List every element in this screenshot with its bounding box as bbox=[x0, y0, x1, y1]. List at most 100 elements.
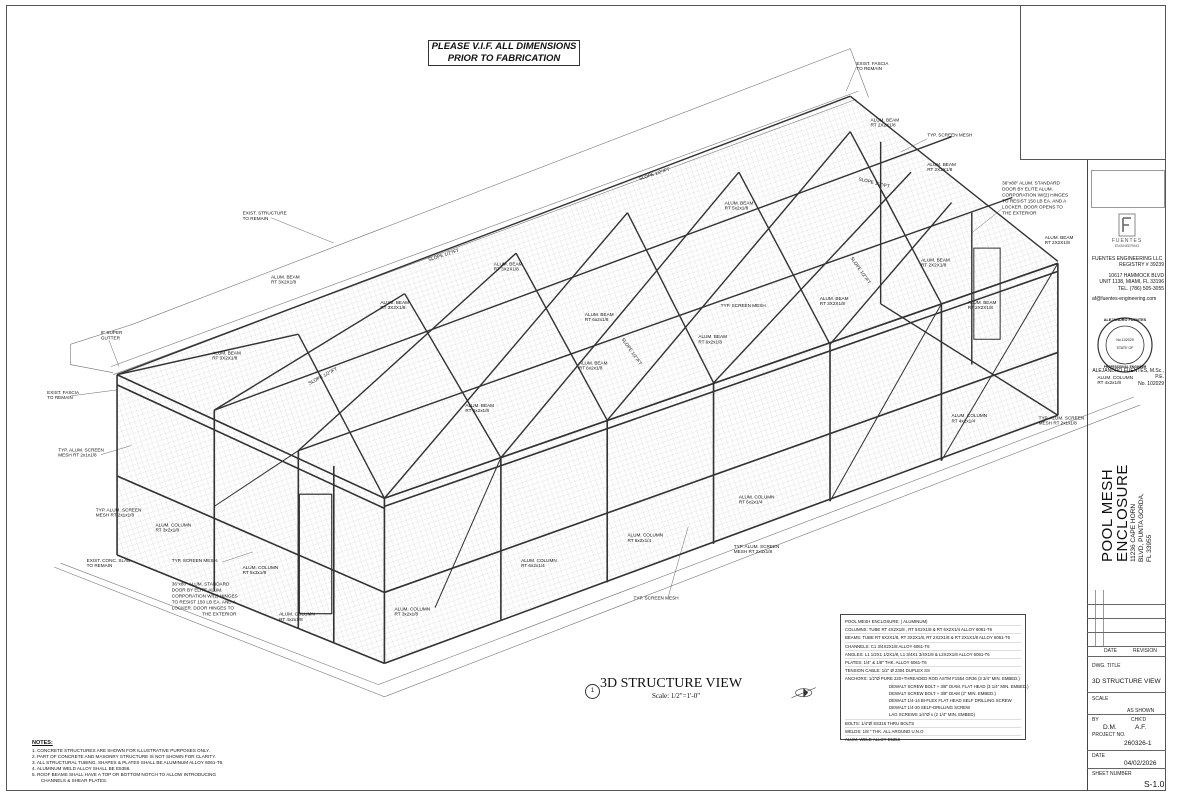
right-end-wall-frame bbox=[849, 95, 1059, 416]
svg-text:RT 6x2x1/4: RT 6x2x1/4 bbox=[521, 563, 545, 568]
svg-text:TO REMAIN: TO REMAIN bbox=[856, 66, 882, 71]
engineer-name: ALEJANDRO FUENTES, M.Sc., P.E. bbox=[1092, 368, 1164, 381]
svg-text:RT 6x2x1/8: RT 6x2x1/8 bbox=[579, 366, 603, 371]
callout-typ-screen-bot: TYP. ALUM. SCREEN bbox=[734, 544, 780, 549]
note-item: 1. CONCRETE STRUCTURES ARE SHOWN FOR ILL… bbox=[32, 748, 210, 753]
callout-beam-k: ALUM. BEAM bbox=[820, 296, 849, 301]
svg-text:MESH RT 2x1x1/8: MESH RT 2x1x1/8 bbox=[1039, 420, 1078, 425]
svg-text:THE EXTERIOR: THE EXTERIOR bbox=[1002, 211, 1037, 216]
engineer-info: ALEJANDRO FUENTES, M.Sc., P.E. No. 10202… bbox=[1090, 368, 1164, 387]
callout-beam-l: ALUM. BEAM bbox=[968, 300, 997, 305]
notes-title: NOTES: bbox=[32, 740, 53, 746]
callout-col-right: ALUM. COLUMN bbox=[1097, 375, 1133, 380]
spec-weld-alloy: ALUM. WELD ALLOY E5356 bbox=[845, 737, 901, 743]
callout-col-bottom: ALUM. COLUMN bbox=[279, 612, 315, 617]
general-notes: NOTES: 1. CONCRETE STRUCTURES ARE SHOWN … bbox=[32, 740, 272, 784]
callout-beam-e: ALUM. BEAM bbox=[698, 334, 727, 339]
pe-seal: ALEJANDRO FUENTES No.102029 STATE OF PRO… bbox=[1096, 316, 1154, 374]
view-title: 3D STRUCTURE VIEW bbox=[600, 676, 743, 691]
spec-anchors: ANCHORS: 1/2"Ø PURE 220+THREADED ROD AST… bbox=[845, 676, 1020, 682]
sheet-border bbox=[6, 5, 1166, 791]
svg-text:RT 3x2x1/8: RT 3x2x1/8 bbox=[395, 612, 419, 617]
callout-exist-fascia-left: EXIST. FASCIA bbox=[47, 390, 80, 395]
company-email: af@fuentes-engineering.com bbox=[1092, 296, 1157, 303]
note-item: 2. PART OF CONCRETE AND MASONRY STRUCTUR… bbox=[32, 754, 216, 759]
svg-text:RT 3X2X1/8: RT 3X2X1/8 bbox=[271, 280, 297, 285]
project-title: POOL MESH ENCLOSURE 11236 CAPE HORN BLVD… bbox=[1099, 464, 1154, 562]
callout-beam-b: ALUM. BEAM bbox=[585, 312, 614, 317]
callout-typ-screen-mesh-a: TYP. SCREEN MESH bbox=[927, 133, 972, 138]
revision-stamp-box bbox=[1091, 170, 1165, 208]
company-address1: 10617 HAMMOCK BLVD bbox=[1108, 272, 1164, 279]
svg-text:LOCKER. DOOR HINGES TO: LOCKER. DOOR HINGES TO bbox=[172, 606, 235, 611]
note-item: 4. ALUMINUM WELD ALLOY SHALL BE E5356. bbox=[32, 766, 131, 771]
callout-exist-fascia-top: EXIST. FASCIA bbox=[856, 61, 889, 66]
callout-door-right: 36"x80" ALUM. STANDARD bbox=[1002, 180, 1060, 185]
svg-text:MESH RT 2x1x1/8: MESH RT 2x1x1/8 bbox=[734, 549, 773, 554]
callout-beam-right-far: ALUM. BEAM bbox=[927, 162, 956, 167]
callout-col-left2: ALUM. COLUMN bbox=[243, 565, 279, 570]
callout-typ-screen-mesh-d: TYP. SCREEN MESH bbox=[634, 596, 679, 601]
vif-banner-line1: PLEASE V.I.F. ALL DIMENSIONS bbox=[431, 41, 577, 52]
svg-text:DOOR BY ELITE ALUM.: DOOR BY ELITE ALUM. bbox=[1002, 186, 1053, 191]
callout-beam-i: ALUM. BEAM bbox=[579, 361, 608, 366]
svg-text:RT 6x2x1/8: RT 6x2x1/8 bbox=[585, 317, 609, 322]
svg-text:RT 2X2X1/8: RT 2X2X1/8 bbox=[921, 262, 947, 267]
note-item: 3. ALL STRUCTURAL TUBING, SHAPES & PLATE… bbox=[32, 760, 224, 765]
seal-name: ALEJANDRO FUENTES bbox=[1103, 318, 1147, 322]
spec-tension: TENSION CABLE: 1/2" Ø 2304 DUPLEX SS bbox=[845, 667, 1021, 676]
company-name: FUENTES ENGINEERING LLC bbox=[1092, 256, 1163, 262]
project-title-line1: POOL MESH bbox=[1099, 468, 1116, 562]
screen-mesh-panels bbox=[117, 96, 1058, 664]
title-block-rows: DATE REVISION DWG. TITLE 3D STRUCTURE VI… bbox=[1087, 590, 1166, 791]
callout-beam-a: ALUM. BEAM bbox=[271, 274, 300, 279]
svg-text:RT 4x2x1/8: RT 4x2x1/8 bbox=[1097, 380, 1121, 385]
date2-value: 04/02/2026 bbox=[1124, 760, 1157, 767]
project-address-2: BLVD, PUNTA GORDA, bbox=[1138, 493, 1145, 562]
roof-beams bbox=[116, 95, 1059, 499]
company-registry: REGISTRY # 39239 bbox=[1119, 262, 1164, 269]
sheet-label: SHEET NUMBER bbox=[1092, 771, 1132, 777]
callout-beam-j: ALUM. BEAM bbox=[921, 257, 950, 262]
spec-beams: BEAMS: TUBE RT 6X2X1/8, RT 3X2X1/8, RT 2… bbox=[845, 634, 1021, 643]
callout-beam-d: ALUM. BEAM bbox=[212, 350, 241, 355]
seal-state: STATE OF bbox=[1116, 346, 1134, 350]
by-label: BY bbox=[1092, 717, 1099, 723]
svg-text:TO REMAIN: TO REMAIN bbox=[87, 563, 113, 568]
company-info: FUENTES ENGINEERING LLC REGISTRY # 39239… bbox=[1092, 256, 1164, 302]
svg-text:RT 2X2X1/8: RT 2X2X1/8 bbox=[927, 167, 953, 172]
note-item: 5. ROOF BEAMS SHALL HAVE A TOP OR BOTTOM… bbox=[32, 772, 217, 777]
callout-col-front2: ALUM. COLUMN bbox=[521, 558, 557, 563]
spec-anchor-3: DEWALT 1/4-14 BI-FLEX FLAT HEAD SELF DRI… bbox=[889, 698, 1012, 704]
svg-text:RT 2X2X1/8: RT 2X2X1/8 bbox=[968, 305, 994, 310]
revision-label: REVISION bbox=[1133, 648, 1157, 654]
project-no: 260326-1 bbox=[1124, 740, 1152, 747]
svg-text:TO RESIST 150 LB EA. AND A: TO RESIST 150 LB EA. AND A bbox=[1002, 199, 1067, 204]
leader-lines bbox=[70, 66, 1003, 598]
callout-beam-top-right: ALUM. BEAM bbox=[1045, 235, 1074, 240]
svg-text:CORPORATION W/(2) HINGES: CORPORATION W/(2) HINGES bbox=[172, 594, 238, 599]
chkd-value: A.F. bbox=[1135, 724, 1147, 731]
company-address2: UNIT 1138, MIAMI, FL 33196 bbox=[1099, 279, 1164, 286]
svg-text:RT 3X2X1/8: RT 3X2X1/8 bbox=[212, 356, 238, 361]
svg-text:GUTTER: GUTTER bbox=[101, 335, 121, 340]
callout-beam-h: ALUM. BEAM bbox=[494, 261, 523, 266]
date-label: DATE bbox=[1104, 648, 1117, 654]
logo-sub: ENGINEERING bbox=[1114, 244, 1140, 248]
svg-text:RT 6x2x1/4: RT 6x2x1/4 bbox=[739, 499, 763, 504]
note-item: CHANNELS & SHEAR PLATES. bbox=[32, 778, 108, 783]
svg-text:RT 3X2X1/8: RT 3X2X1/8 bbox=[380, 305, 406, 310]
callout-beam-c: ALUM. BEAM bbox=[725, 201, 754, 206]
project-title-line2: ENCLOSURE bbox=[1114, 464, 1131, 562]
vif-banner: PLEASE V.I.F. ALL DIMENSIONS PRIOR TO FA… bbox=[428, 40, 580, 66]
svg-text:TO RESIST 150 LB EA. AND A: TO RESIST 150 LB EA. AND A bbox=[172, 600, 237, 605]
spec-plates: PLATES: 1/4" & 1/8" THK. ALLOY 6061-T6 bbox=[845, 659, 1021, 668]
svg-text:RT 4x2x1/4: RT 4x2x1/4 bbox=[952, 418, 976, 423]
vif-banner-line2: PRIOR TO FABRICATION bbox=[447, 53, 561, 64]
callout-typ-screen-mesh-c: TYP. SCREEN MESH. bbox=[172, 558, 218, 563]
material-spec-box: POOL MESH ENCLOSURE: ( ALUMINUM) COLUMNS… bbox=[840, 614, 1029, 743]
spec-channels: CHANNELS: C1 3/4X2X1/8 ALLOY 6061-T6 bbox=[845, 643, 1021, 651]
svg-text:RT 3X2X1/8: RT 3X2X1/8 bbox=[494, 266, 520, 271]
